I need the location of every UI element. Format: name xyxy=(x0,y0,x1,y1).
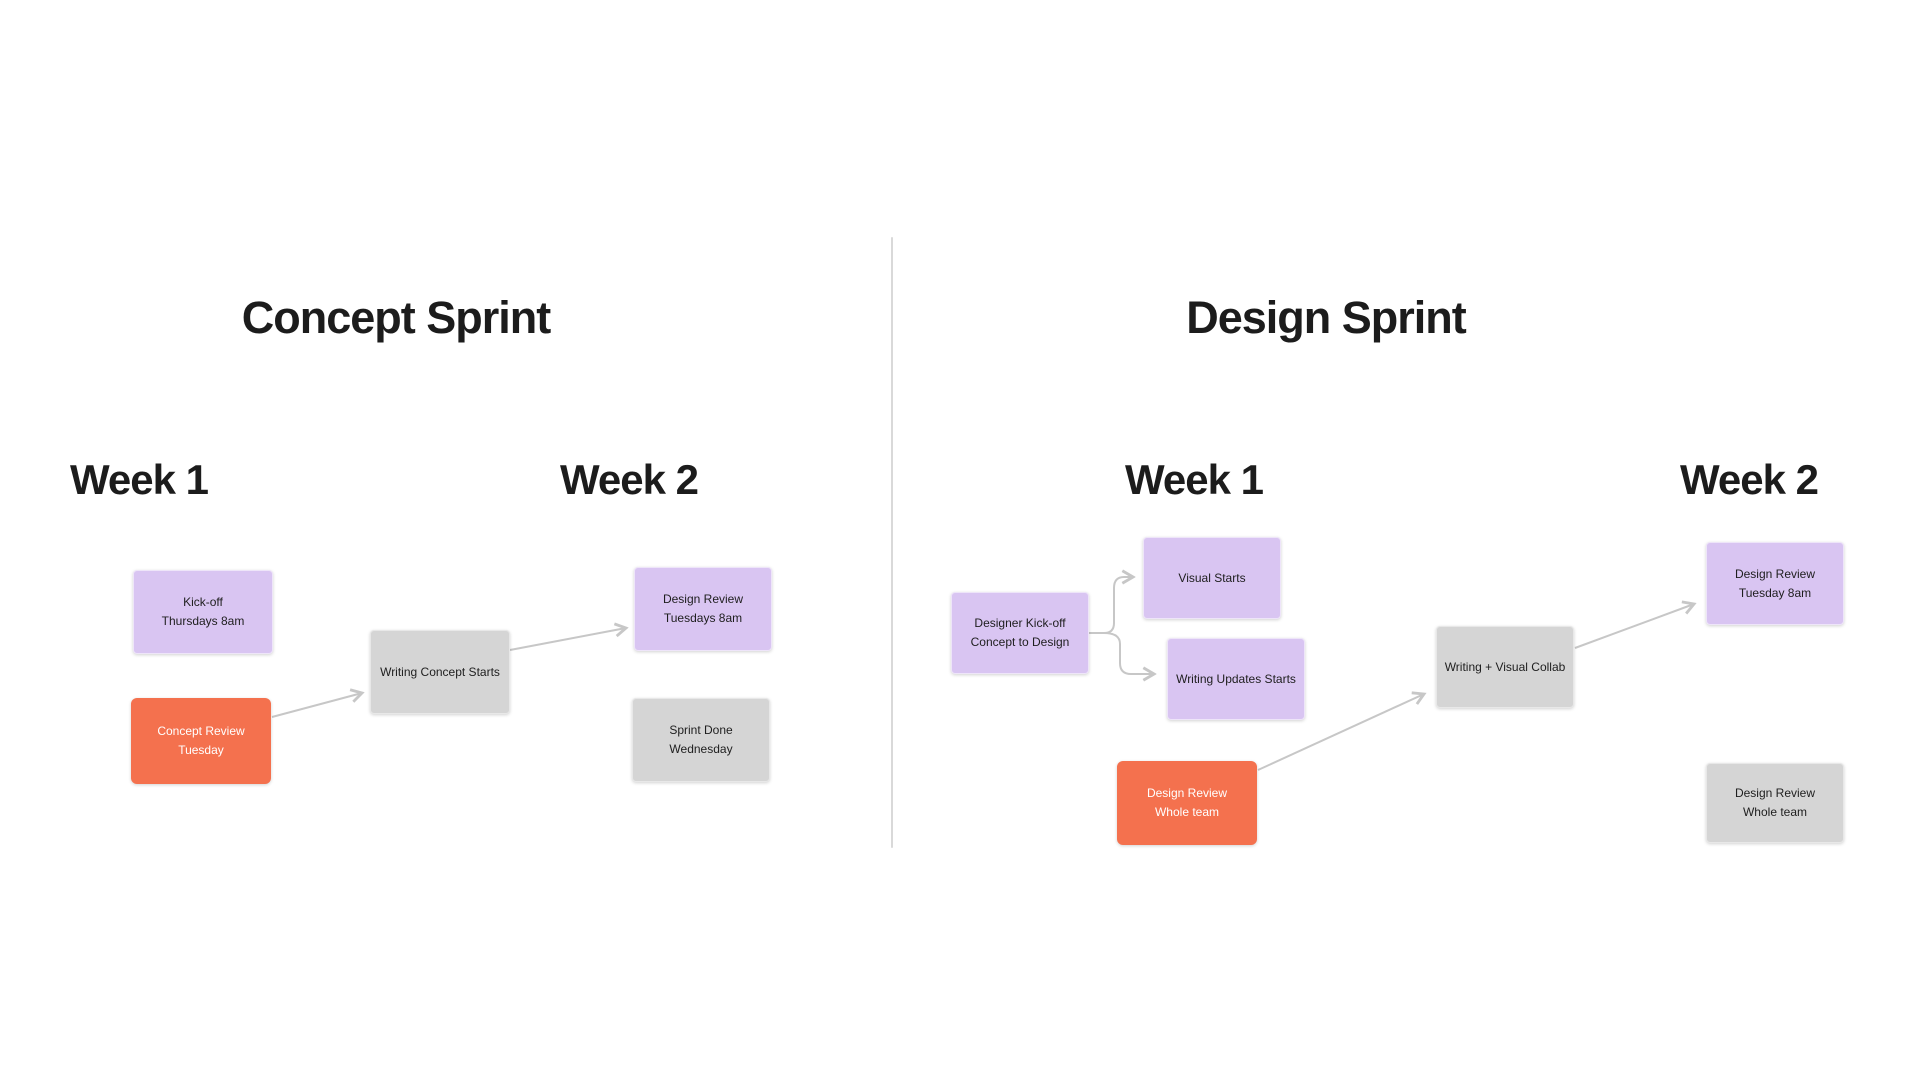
node-label: Tuesday xyxy=(178,743,224,757)
node-writing-visual-collab[interactable]: Writing + Visual Collab xyxy=(1436,626,1574,708)
design-week-2-label[interactable]: Week 2 xyxy=(1680,456,1819,503)
node-label: Designer Kick-off xyxy=(974,616,1066,630)
node-label: Design Review xyxy=(662,592,744,606)
node-label: Concept to Design xyxy=(970,635,1070,649)
node-label: Kick-off xyxy=(183,595,223,609)
node-label: Design Review xyxy=(1146,786,1228,800)
node-label: Writing Updates Starts xyxy=(1176,671,1296,686)
node-design-review-whole-team-orange[interactable]: Design Review Whole team xyxy=(1117,761,1257,845)
concept-sprint-title[interactable]: Concept Sprint xyxy=(241,292,552,343)
node-design-review-whole-team-gray[interactable]: Design Review Whole team xyxy=(1706,763,1844,843)
node-designer-kick-off[interactable]: Designer Kick-off Concept to Design xyxy=(951,592,1089,674)
node-label: Wednesday xyxy=(669,742,733,756)
node-label: Visual Starts xyxy=(1178,570,1246,585)
node-sprint-done[interactable]: Sprint Done Wednesday xyxy=(632,698,770,782)
node-label: Tuesdays 8am xyxy=(663,611,743,625)
design-sprint-title[interactable]: Design Sprint xyxy=(1186,292,1467,343)
node-label: Sprint Done xyxy=(669,723,733,737)
node-label: Writing Concept Starts xyxy=(380,664,500,679)
node-label: Whole team xyxy=(1742,805,1808,819)
node-label: Writing + Visual Collab xyxy=(1444,659,1566,674)
node-visual-starts[interactable]: Visual Starts xyxy=(1143,537,1281,619)
node-label: Design Review xyxy=(1734,786,1816,800)
node-writing-concept-starts[interactable]: Writing Concept Starts xyxy=(370,630,510,714)
node-label: Tuesday 8am xyxy=(1738,585,1812,600)
node-writing-updates-starts[interactable]: Writing Updates Starts xyxy=(1167,638,1305,720)
concept-week-1-label[interactable]: Week 1 xyxy=(70,456,209,503)
node-concept-review[interactable]: Concept Review Tuesday xyxy=(131,698,271,784)
node-label: Whole team xyxy=(1154,805,1220,819)
node-kick-off[interactable]: Kick-off Thursdays 8am xyxy=(133,570,273,654)
node-label: Design Review xyxy=(1734,566,1816,581)
node-design-review-tuesday[interactable]: Design Review Tuesday 8am xyxy=(1706,542,1844,625)
node-design-review-tuesdays[interactable]: Design Review Tuesdays 8am xyxy=(634,567,772,651)
node-label: Thursdays 8am xyxy=(161,614,245,628)
concept-week-2-label[interactable]: Week 2 xyxy=(560,456,699,503)
node-label: Concept Review xyxy=(157,724,245,738)
section-divider xyxy=(891,237,893,848)
design-week-1-label[interactable]: Week 1 xyxy=(1125,456,1264,503)
